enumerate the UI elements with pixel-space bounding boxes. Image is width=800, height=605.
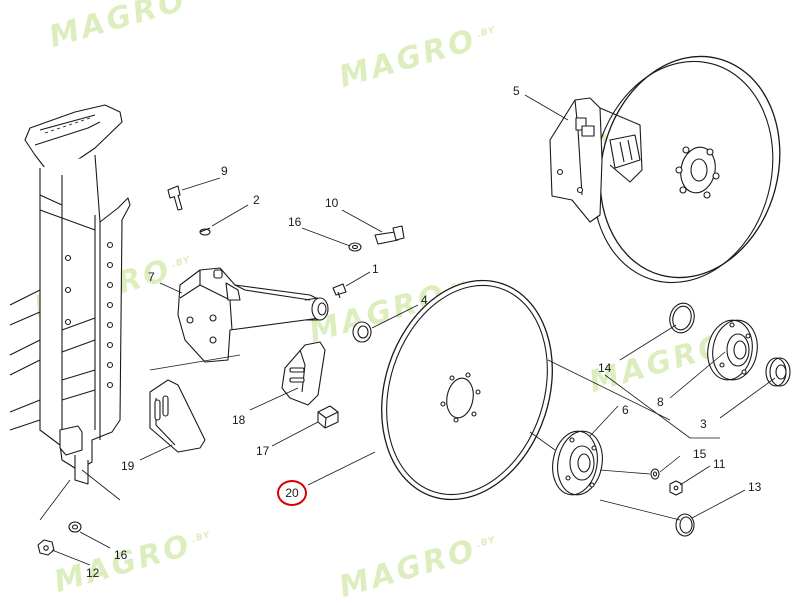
part-circlip-14 bbox=[667, 300, 698, 335]
part-scraper-18 bbox=[282, 342, 325, 405]
part-bolt-1 bbox=[333, 284, 346, 298]
part-ring-13 bbox=[676, 514, 694, 536]
part-hub-6 bbox=[548, 428, 607, 499]
part-ring-4 bbox=[353, 322, 371, 342]
part-plate-19 bbox=[150, 380, 205, 452]
part-bolt-9 bbox=[168, 186, 182, 210]
callout-2[interactable]: 2 bbox=[253, 193, 260, 207]
callout-13[interactable]: 13 bbox=[748, 480, 761, 494]
part-washer-15 bbox=[651, 469, 659, 479]
callout-17[interactable]: 17 bbox=[256, 444, 269, 458]
callout-16-top[interactable]: 16 bbox=[288, 215, 301, 229]
part-block-17 bbox=[318, 406, 338, 428]
callout-18[interactable]: 18 bbox=[232, 413, 245, 427]
callout-8[interactable]: 8 bbox=[657, 395, 664, 409]
callout-7[interactable]: 7 bbox=[148, 270, 155, 284]
frame-shank bbox=[10, 105, 130, 520]
part-bolt-10 bbox=[375, 226, 404, 244]
callout-3[interactable]: 3 bbox=[700, 417, 707, 431]
callout-4[interactable]: 4 bbox=[421, 293, 428, 307]
part-washer-2 bbox=[200, 228, 210, 235]
callout-15[interactable]: 15 bbox=[693, 447, 706, 461]
callout-1[interactable]: 1 bbox=[372, 262, 379, 276]
part-housing-8 bbox=[703, 317, 762, 384]
callout-12[interactable]: 12 bbox=[86, 566, 99, 580]
part-washer-16-top bbox=[349, 243, 361, 251]
part-disc-assembly-5 bbox=[550, 36, 800, 303]
callout-10[interactable]: 10 bbox=[325, 196, 338, 210]
callout-6[interactable]: 6 bbox=[622, 403, 629, 417]
part-washer-16-bottom bbox=[69, 522, 81, 532]
part-disc-20 bbox=[354, 258, 579, 522]
part-nut-11 bbox=[670, 481, 682, 495]
part-nut-12 bbox=[38, 540, 54, 555]
callout-11[interactable]: 11 bbox=[713, 457, 725, 471]
callout-19[interactable]: 19 bbox=[121, 459, 134, 473]
callout-16-bottom[interactable]: 16 bbox=[114, 548, 127, 562]
callout-5[interactable]: 5 bbox=[513, 84, 520, 98]
callout-20-highlighted[interactable]: 20 bbox=[277, 480, 307, 506]
callout-14[interactable]: 14 bbox=[598, 361, 611, 375]
callout-9[interactable]: 9 bbox=[221, 164, 228, 178]
